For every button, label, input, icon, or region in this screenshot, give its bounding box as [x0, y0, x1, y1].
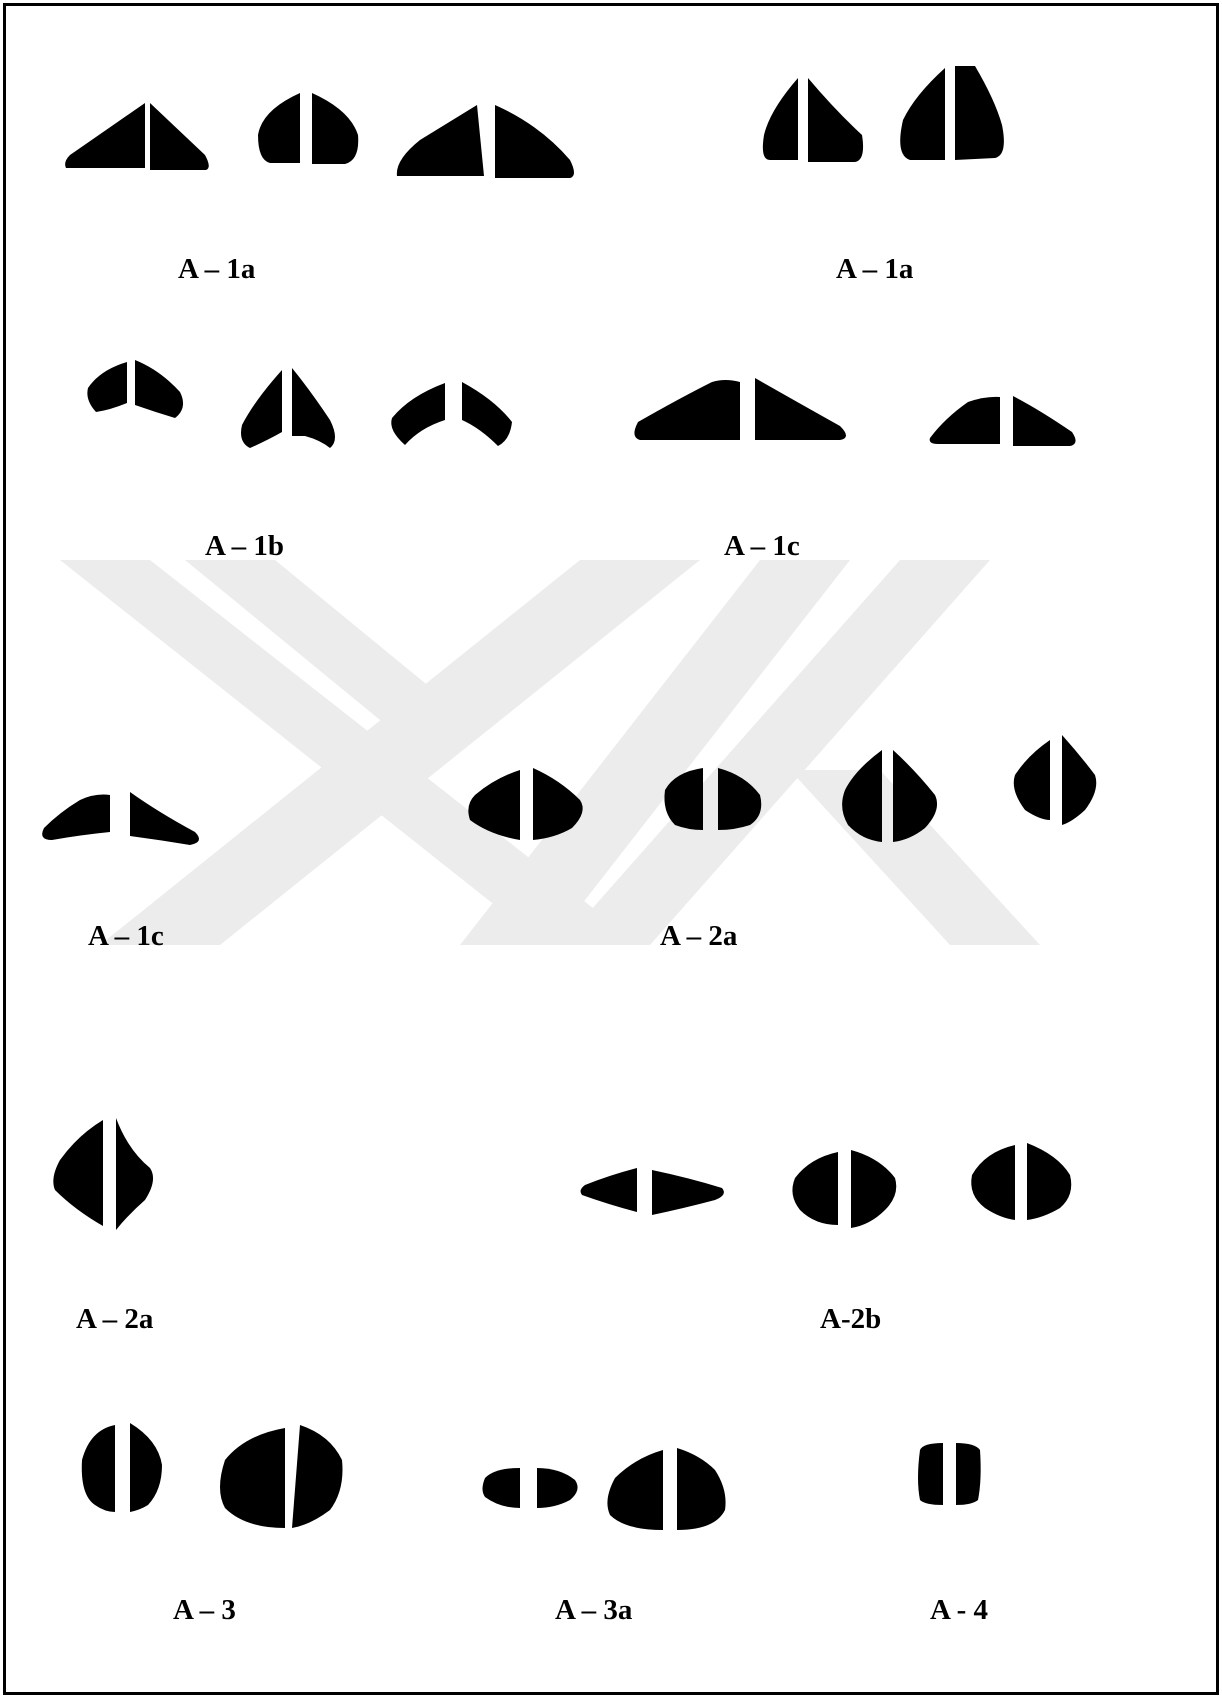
label-row1-right: A – 1a	[836, 255, 913, 284]
label-row2-left: A – 1b	[205, 532, 284, 561]
label-row4-right: A-2b	[820, 1305, 881, 1334]
label-row5-mid: A – 3a	[555, 1596, 632, 1625]
label-row4-left: A – 2a	[76, 1305, 153, 1334]
label-row5-left: A – 3	[173, 1596, 236, 1625]
label-row5-right: A - 4	[930, 1596, 988, 1625]
label-row1-left: A – 1a	[178, 255, 255, 284]
label-row2-right: A – 1c	[724, 532, 800, 561]
label-row3-right: A – 2a	[660, 922, 737, 951]
label-row3-left: A – 1c	[88, 922, 164, 951]
